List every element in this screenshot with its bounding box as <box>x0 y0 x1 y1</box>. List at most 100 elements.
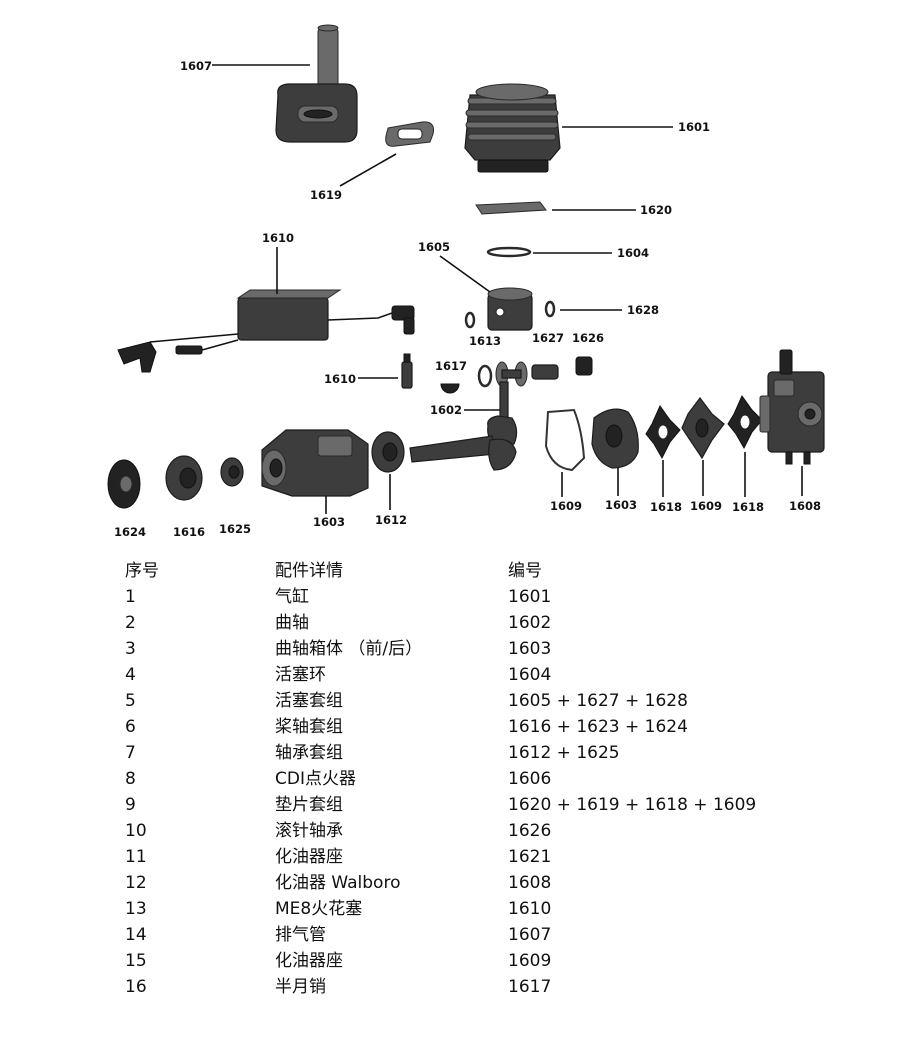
row-detail: 轴承套组 <box>275 743 343 763</box>
label-1603-front: 1603 <box>313 515 345 529</box>
table-row: 16 半月销 1617 <box>0 974 900 1000</box>
part-1625-bearing <box>220 457 244 487</box>
row-index: 9 <box>125 795 136 815</box>
label-1608: 1608 <box>789 499 821 513</box>
part-1628-circlips <box>464 300 556 329</box>
label-1624: 1624 <box>114 525 146 539</box>
row-code: 1605 + 1627 + 1628 <box>508 691 688 711</box>
table-row: 15 化油器座 1609 <box>0 948 900 974</box>
row-index: 5 <box>125 691 136 711</box>
row-code: 1612 + 1625 <box>508 743 620 763</box>
part-1610-cdi-ignition <box>117 289 415 373</box>
row-detail: 化油器 Walboro <box>275 873 401 893</box>
row-code: 1601 <box>508 587 552 607</box>
table-row: 6 桨轴套组 1616 + 1623 + 1624 <box>0 714 900 740</box>
row-index: 10 <box>125 821 147 841</box>
label-1605: 1605 <box>418 240 450 254</box>
table-row: 8 CDI点火器 1606 <box>0 766 900 792</box>
row-index: 11 <box>125 847 147 867</box>
row-index: 6 <box>125 717 136 737</box>
row-code: 1608 <box>508 873 552 893</box>
part-1609-gasket <box>544 408 586 472</box>
part-1610-spark-plug <box>401 353 413 389</box>
part-1627-piston-pin <box>531 364 559 380</box>
row-index: 13 <box>125 899 147 919</box>
table-row: 3 曲轴箱体 （前/后） 1603 <box>0 636 900 662</box>
part-1607-muffler <box>275 24 358 143</box>
row-code: 1607 <box>508 925 552 945</box>
table-row: 4 活塞环 1604 <box>0 662 900 688</box>
part-1618-gasket-right <box>727 394 763 450</box>
label-1625: 1625 <box>219 522 251 536</box>
part-1613-washer <box>477 364 493 388</box>
label-1603-rear: 1603 <box>605 498 637 512</box>
row-detail: 化油器座 <box>275 847 343 867</box>
row-code: 1626 <box>508 821 552 841</box>
header-code: 编号 <box>508 561 542 581</box>
part-1608-carburetor <box>759 349 825 465</box>
row-detail: 活塞套组 <box>275 691 343 711</box>
table-row: 9 垫片套组 1620 + 1619 + 1618 + 1609 <box>0 792 900 818</box>
row-index: 12 <box>125 873 147 893</box>
row-index: 7 <box>125 743 136 763</box>
table-row: 11 化油器座 1621 <box>0 844 900 870</box>
part-1603-front-crankcase <box>261 429 369 497</box>
label-1610-bottom: 1610 <box>324 372 356 386</box>
part-1603-rear-cover <box>591 408 639 469</box>
row-detail: 活塞环 <box>275 665 326 685</box>
part-1609-carb-adapter <box>681 397 725 460</box>
part-1619-exhaust-gasket <box>385 121 434 147</box>
row-code: 1620 + 1619 + 1618 + 1609 <box>508 795 757 815</box>
row-detail: 气缸 <box>275 587 309 607</box>
table-row: 10 滚针轴承 1626 <box>0 818 900 844</box>
table-header: 序号 配件详情 编号 <box>0 558 900 584</box>
row-code: 1610 <box>508 899 552 919</box>
part-1601-cylinder <box>464 83 561 173</box>
row-index: 16 <box>125 977 147 997</box>
part-1620-cylinder-gasket <box>475 201 547 215</box>
label-1607: 1607 <box>180 59 212 73</box>
row-detail: 排气管 <box>275 925 326 945</box>
row-detail: 滚针轴承 <box>275 821 343 841</box>
table-row: 7 轴承套组 1612 + 1625 <box>0 740 900 766</box>
leader-1619 <box>339 153 397 187</box>
row-index: 3 <box>125 639 136 659</box>
header-index: 序号 <box>125 561 159 581</box>
row-index: 1 <box>125 587 136 607</box>
row-index: 8 <box>125 769 136 789</box>
table-row: 14 排气管 1607 <box>0 922 900 948</box>
part-1626-needle-bearing <box>575 356 593 376</box>
row-code: 1609 <box>508 951 552 971</box>
label-1612: 1612 <box>375 513 407 527</box>
part-1604-piston-ring <box>486 246 532 258</box>
row-code: 1602 <box>508 613 552 633</box>
label-1601: 1601 <box>678 120 710 134</box>
header-detail: 配件详情 <box>275 561 343 581</box>
table-row: 13 ME8火花塞 1610 <box>0 896 900 922</box>
part-1617-woodruff-key <box>440 383 460 394</box>
row-code: 1604 <box>508 665 552 685</box>
row-detail: 化油器座 <box>275 951 343 971</box>
label-1616: 1616 <box>173 525 205 539</box>
table-row: 5 活塞套组 1605 + 1627 + 1628 <box>0 688 900 714</box>
part-1624-prop-washer <box>107 459 141 509</box>
label-1618-left: 1618 <box>650 500 682 514</box>
label-1627: 1627 <box>532 331 564 345</box>
part-1616-prop-hub <box>165 455 203 501</box>
label-1602: 1602 <box>430 403 462 417</box>
label-1610-top: 1610 <box>262 231 294 245</box>
part-1602-crankshaft <box>409 361 528 471</box>
row-code: 1621 <box>508 847 552 867</box>
label-1620: 1620 <box>640 203 672 217</box>
part-1605-piston <box>487 287 533 331</box>
label-1613: 1613 <box>469 334 501 348</box>
row-detail: CDI点火器 <box>275 769 356 789</box>
row-code: 1603 <box>508 639 552 659</box>
row-detail: 半月销 <box>275 977 326 997</box>
row-code: 1616 + 1623 + 1624 <box>508 717 688 737</box>
table-row: 2 曲轴 1602 <box>0 610 900 636</box>
label-1626: 1626 <box>572 331 604 345</box>
row-detail: ME8火花塞 <box>275 899 363 919</box>
label-1609-right: 1609 <box>690 499 722 513</box>
row-index: 15 <box>125 951 147 971</box>
